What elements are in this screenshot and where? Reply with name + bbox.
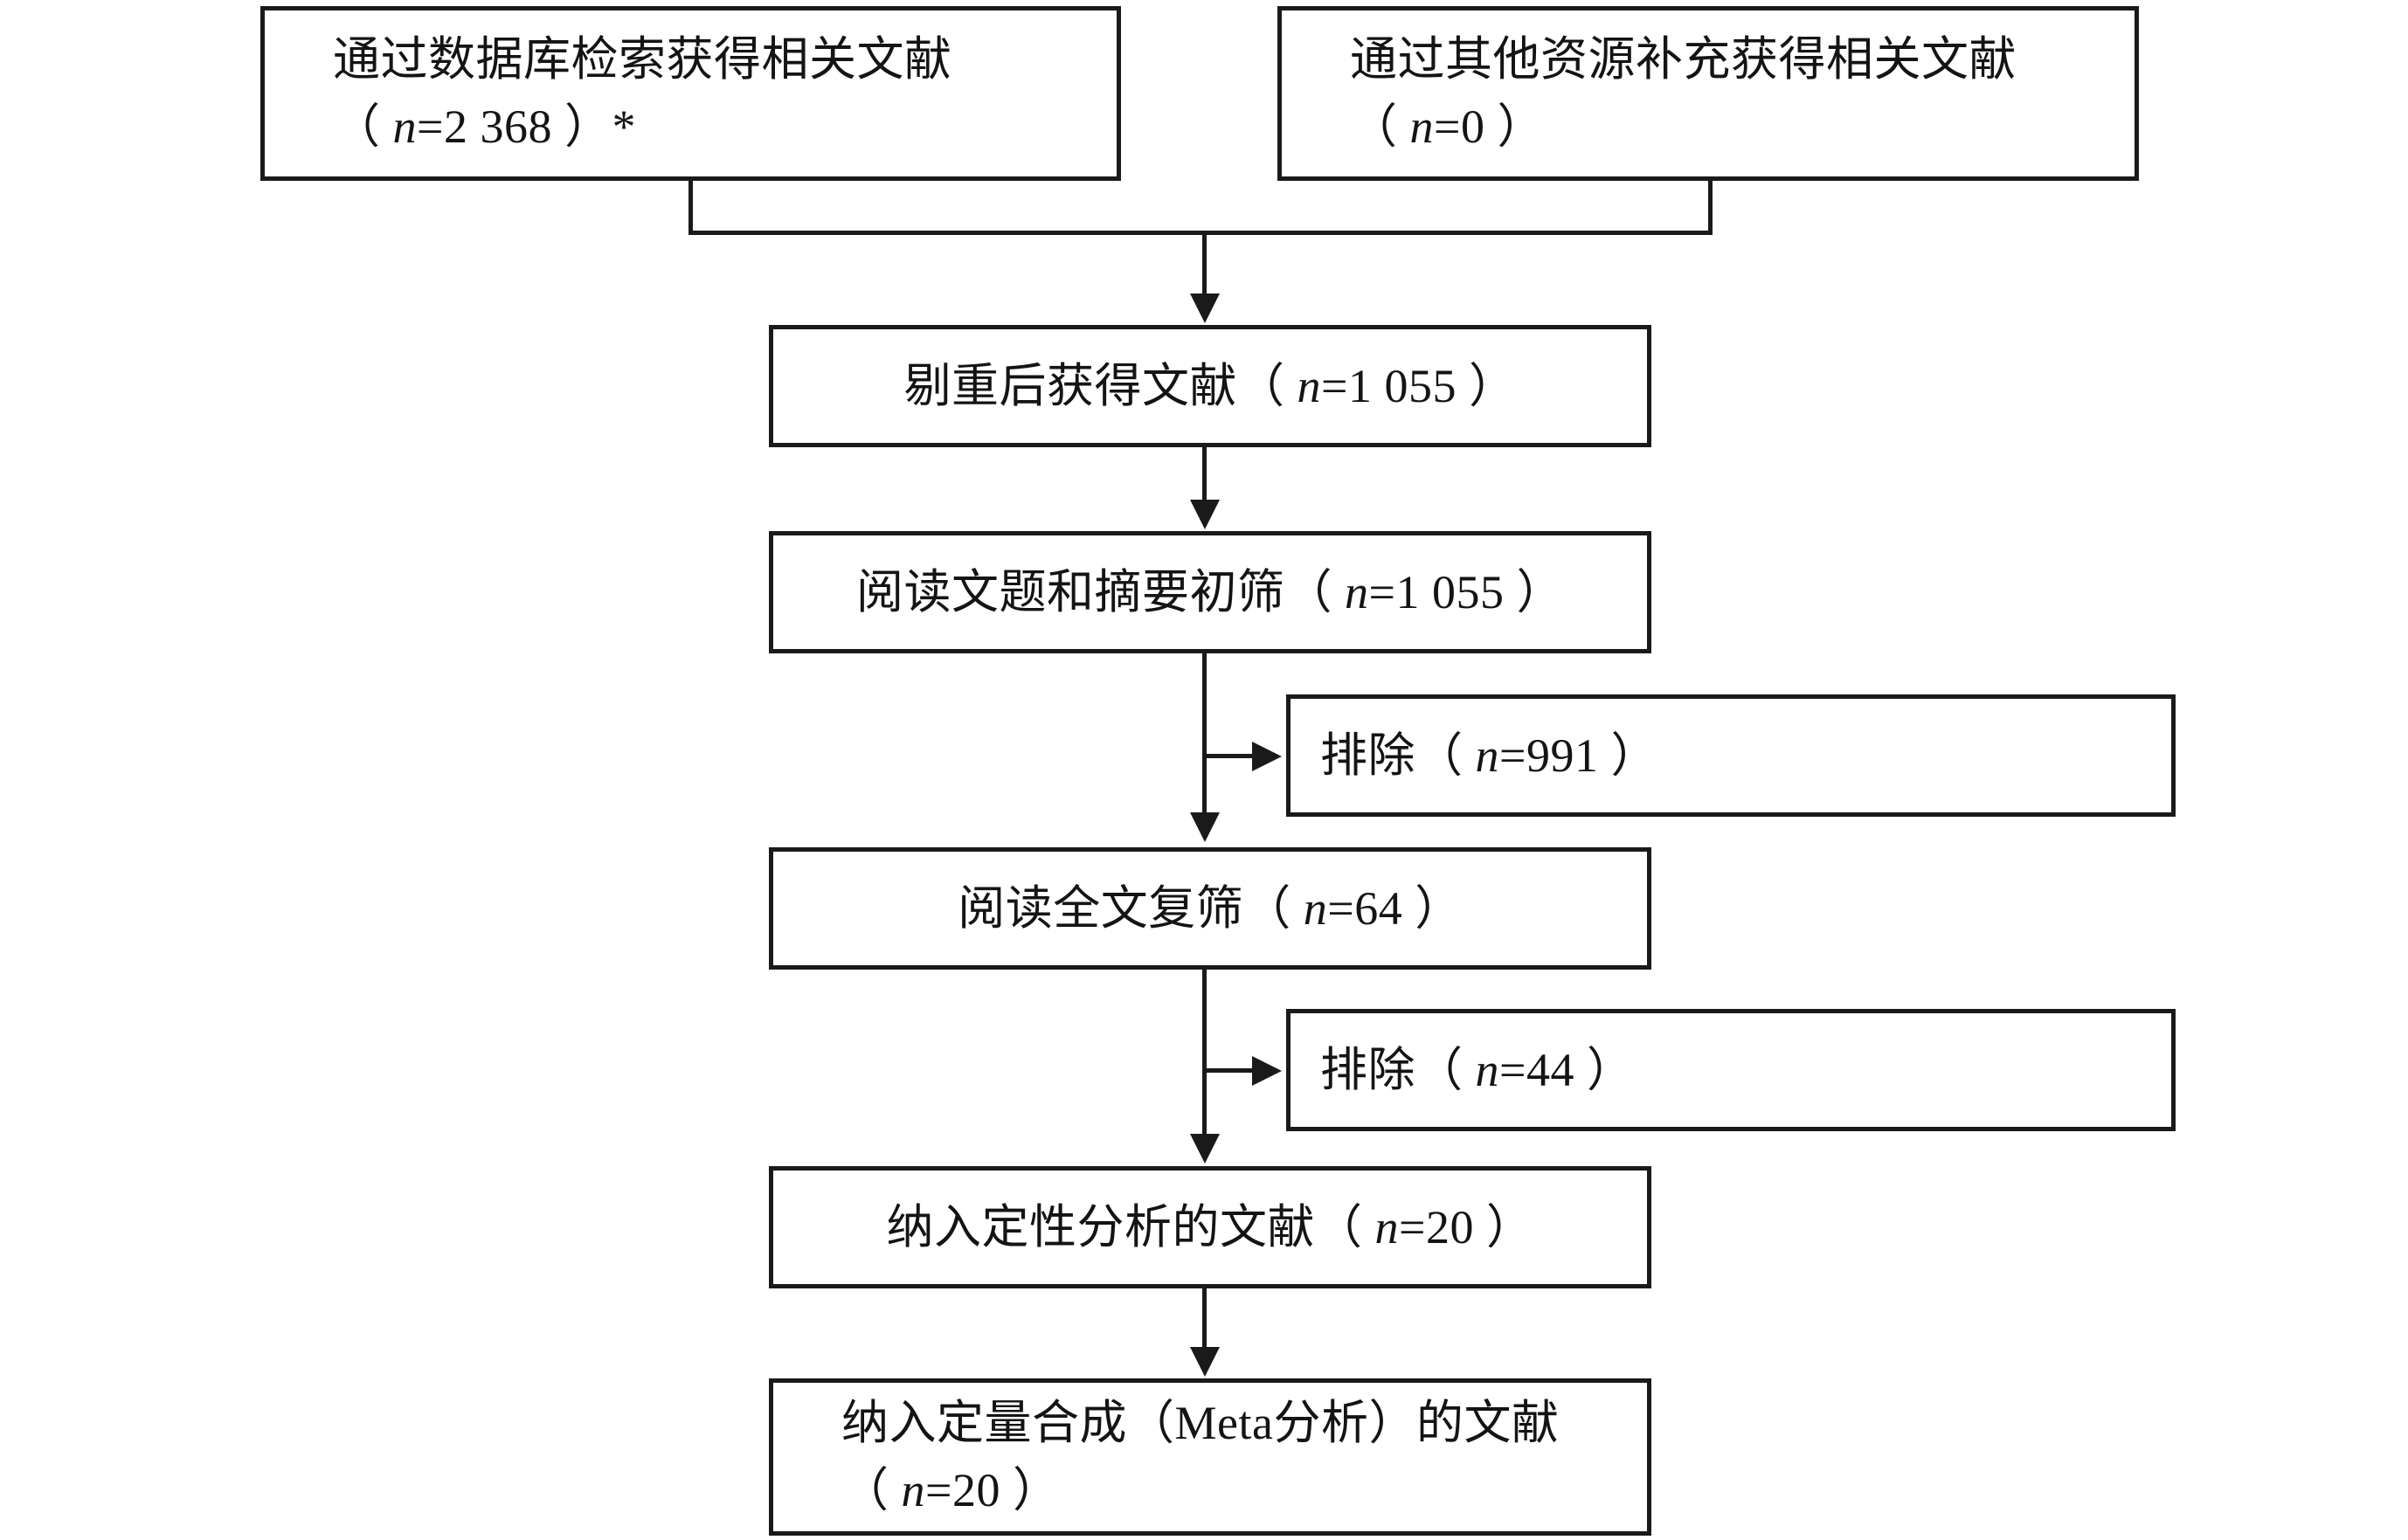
- node-title-abstract-screen-label: 阅读文题和摘要初筛（ n=1 055 ）: [856, 565, 1564, 618]
- connector-screen-to-fulltext: [1202, 653, 1207, 816]
- node-other-sources-label: 通过其他资源补充获得相关文献（ n=0 ）: [1350, 33, 2017, 153]
- node-qualitative-synthesis: 纳入定性分析的文献（ n=20 ）: [769, 1166, 1651, 1288]
- node-excluded-second: 排除（ n=44 ）: [1286, 1009, 2176, 1131]
- node-other-sources: 通过其他资源补充获得相关文献（ n=0 ）: [1277, 6, 2139, 181]
- arrowhead-merge-to-dedup: [1190, 293, 1220, 323]
- node-quantitative-synthesis-label: 纳入定量合成（Meta分析）的文献（ n=20 ）: [841, 1397, 1560, 1516]
- arrowhead-dedup-to-screen: [1190, 500, 1220, 529]
- node-database-search: 通过数据库检索获得相关文献（ n=2 368 ）*: [260, 6, 1121, 181]
- node-fulltext-screen: 阅读全文复筛（ n=64 ）: [769, 847, 1651, 970]
- arrowhead-branch-excluded-first: [1252, 742, 1282, 771]
- arrowhead-branch-excluded-second: [1252, 1056, 1282, 1086]
- node-quantitative-synthesis: 纳入定量合成（Meta分析）的文献（ n=20 ）: [769, 1378, 1651, 1536]
- connector-merge-bar: [688, 231, 1713, 235]
- node-fulltext-screen-label: 阅读全文复筛（ n=64 ）: [958, 881, 1463, 935]
- node-database-search-label: 通过数据库检索获得相关文献（ n=2 368 ）*: [333, 33, 952, 153]
- node-deduplicated: 剔重后获得文献（ n=1 055 ）: [769, 325, 1651, 447]
- connector-other-sources-drop: [1708, 181, 1713, 235]
- arrowhead-fulltext-to-qualitative: [1190, 1134, 1220, 1164]
- connector-branch-excluded-second: [1202, 1068, 1256, 1073]
- node-title-abstract-screen: 阅读文题和摘要初筛（ n=1 055 ）: [769, 531, 1651, 653]
- arrowhead-qualitative-to-quantitative: [1190, 1347, 1220, 1377]
- node-excluded-first: 排除（ n=991 ）: [1286, 694, 2176, 817]
- connector-merge-to-dedup: [1202, 231, 1207, 297]
- node-qualitative-synthesis-label: 纳入定性分析的文献（ n=20 ）: [886, 1200, 1534, 1253]
- arrowhead-screen-to-fulltext: [1190, 812, 1220, 842]
- connector-qualitative-to-quantitative: [1202, 1288, 1207, 1350]
- connector-fulltext-to-qualitative: [1202, 970, 1207, 1136]
- connector-branch-excluded-first: [1202, 754, 1256, 758]
- node-deduplicated-label: 剔重后获得文献（ n=1 055 ）: [903, 359, 1517, 412]
- node-excluded-second-label: 排除（ n=44 ）: [1320, 1043, 1635, 1096]
- connector-dedup-to-screen: [1202, 447, 1207, 503]
- connector-database-search-drop: [688, 181, 693, 235]
- node-excluded-first-label: 排除（ n=991 ）: [1320, 729, 1658, 782]
